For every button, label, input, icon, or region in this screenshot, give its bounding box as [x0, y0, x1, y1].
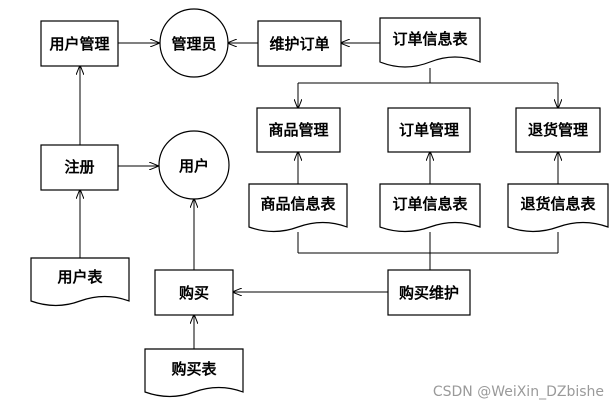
node-user: 用户 — [158, 130, 230, 200]
node-order-table-label: 订单信息表 — [392, 195, 468, 213]
connectors — [80, 43, 558, 349]
node-return-table: 退货信息表 — [507, 183, 609, 233]
node-return-table-label: 退货信息表 — [520, 195, 596, 213]
node-admin-label: 管理员 — [171, 35, 216, 53]
node-order-table-top: 订单信息表 — [379, 17, 481, 68]
node-register: 注册 — [40, 144, 119, 191]
node-user-table-label: 用户表 — [57, 268, 103, 286]
node-user-mgmt: 用户管理 — [40, 20, 119, 67]
node-register-label: 注册 — [64, 158, 94, 176]
node-product-mgmt: 商品管理 — [256, 107, 341, 153]
node-order-table: 订单信息表 — [379, 183, 481, 233]
watermark: CSDN @WeiXin_DZbishe — [433, 384, 604, 400]
node-order-mgmt: 订单管理 — [387, 107, 471, 153]
node-maintain-order-label: 维护订单 — [269, 35, 329, 53]
node-user-mgmt-label: 用户管理 — [49, 35, 109, 53]
node-maintain-order: 维护订单 — [257, 20, 342, 67]
node-order-table-top-label: 订单信息表 — [392, 30, 468, 48]
node-return-mgmt: 退货管理 — [515, 107, 601, 153]
node-product-table: 商品信息表 — [248, 183, 348, 233]
node-product-mgmt-label: 商品管理 — [268, 121, 328, 139]
node-purchase-label: 购买 — [179, 284, 209, 302]
node-user-label: 用户 — [179, 157, 209, 175]
node-purchase-table-label: 购买表 — [171, 360, 217, 378]
node-purchase-maintain: 购买维护 — [387, 269, 471, 316]
node-admin: 管理员 — [159, 8, 229, 78]
node-user-table: 用户表 — [30, 257, 130, 307]
node-purchase-table: 购买表 — [144, 348, 244, 398]
node-purchase-maintain-label: 购买维护 — [399, 284, 459, 302]
node-return-mgmt-label: 退货管理 — [528, 121, 588, 139]
node-purchase: 购买 — [154, 269, 234, 316]
node-product-table-label: 商品信息表 — [260, 195, 336, 213]
node-order-mgmt-label: 订单管理 — [399, 121, 459, 139]
